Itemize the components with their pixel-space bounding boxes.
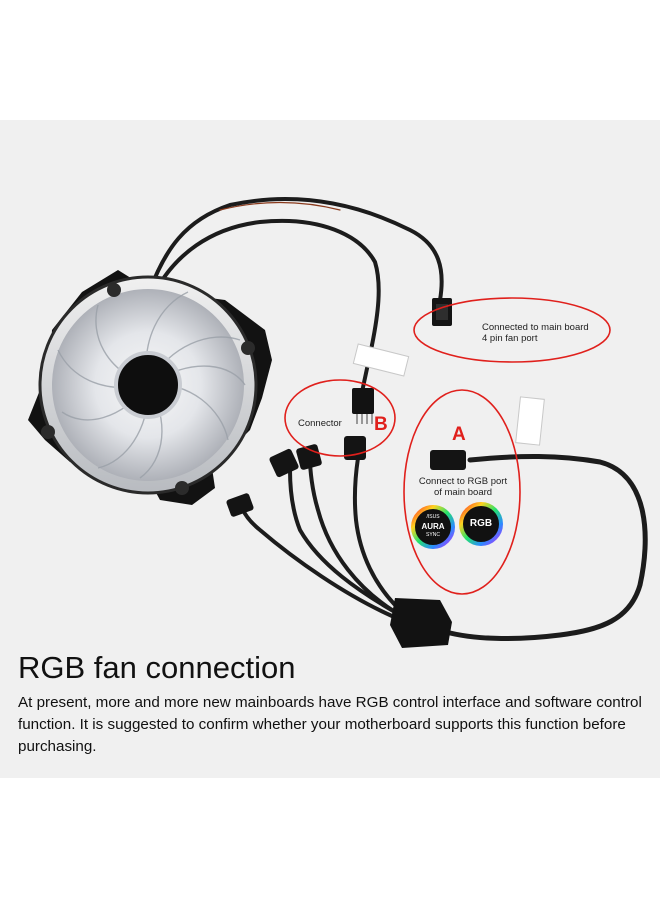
cable-bundle <box>148 197 648 642</box>
callout-outlines <box>284 297 611 595</box>
fan-4pin-connector <box>432 298 452 326</box>
rgb-logo-text: RGB <box>469 518 493 529</box>
aura-bottom: SYNC <box>426 532 440 538</box>
aura-logo-text: /ISUS AURA SYNC <box>413 513 453 540</box>
rgb-port-line1: Connect to RGB port <box>418 476 508 487</box>
aura-top: AURA <box>421 522 445 531</box>
rgb-fan <box>28 270 272 505</box>
aura-brand: /ISUS <box>426 514 440 520</box>
rgb-port-a-letter: A <box>452 424 466 445</box>
connector-b-letter: B <box>374 414 388 435</box>
description-text: At present, more and more new mainboards… <box>18 694 642 755</box>
connector-label: Connector <box>298 418 342 429</box>
fan-port-line2: 4 pin fan port <box>482 333 538 344</box>
connector-b-plug <box>352 388 374 424</box>
fan-port-line1: Connected to main board <box>482 322 589 333</box>
rgb-logo <box>459 502 503 546</box>
page-title: RGB fan connection <box>18 650 296 685</box>
rgb-port-callout: Connect to RGB port of main board <box>413 476 513 498</box>
fan-port-callout: Connected to main board 4 pin fan port <box>482 322 589 344</box>
aura-sync-logo <box>411 505 455 549</box>
rgb-a-plug <box>430 450 466 470</box>
rgb-port-line2: of main board <box>433 487 493 498</box>
cable-splitter-hub <box>390 598 452 648</box>
